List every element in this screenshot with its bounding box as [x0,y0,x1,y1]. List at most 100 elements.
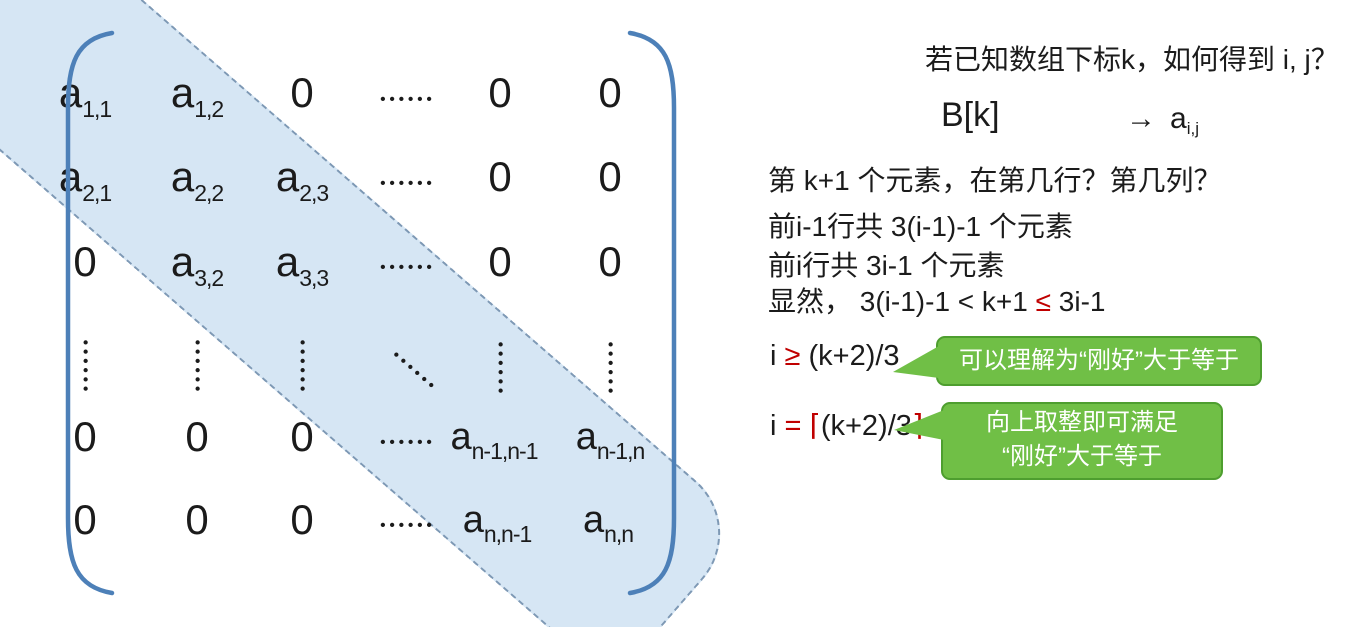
matrix-area: a1,1 a1,2 0 •••••• 0 0 a2,1 a2,2 a2,3 ••… [0,0,749,627]
matrix-ellipsis-v: •••••• [169,337,225,396]
line-first-i-minus-1-rows: 前i-1行共 3(i-1)-1 个元素 [768,211,1073,242]
ellipsis-dots: •••••• [491,341,509,398]
cell-subscript: n,n-1 [483,521,532,547]
matrix-cell: 0 [598,156,621,198]
matrix-cell: a1,2 [170,69,224,121]
cell-base: 0 [290,69,314,116]
matrix-cell: 0 [73,241,96,283]
callout-just-greater: 可以理解为“刚好”大于等于 [893,336,1262,386]
matrix-cell: an,n [582,499,634,546]
cell-base: a [450,416,472,458]
equals-operator: = [784,410,810,442]
matrix-cell: a2,2 [170,153,224,205]
cell-base: 0 [488,153,512,200]
cell-base: 0 [73,413,97,460]
cell-base: 0 [598,153,622,200]
matrix-ellipsis-v: •••••• [582,339,638,398]
matrix-cell: 0 [290,499,313,541]
matrix-cell: 0 [598,241,621,283]
cell-base: 0 [185,413,209,460]
cell-base: 0 [598,238,622,285]
callout-ceiling: 向上取整即可满足 “刚好”大于等于 [894,402,1223,480]
cell-base: a [275,153,300,200]
matrix-ellipsis-v: •••••• [57,337,113,396]
ellipsis-dots: •••••• [380,175,436,192]
cell-base: a [170,69,195,116]
cell-base: a [170,238,195,285]
question-which-row-col: 第 k+1 个元素，在第几行？第几列？ [768,165,1222,196]
matrix-cell: 0 [488,241,511,283]
cell-base: 0 [290,413,314,460]
matrix-cell: 0 [73,499,96,541]
ellipsis-dots: •••••• [380,517,436,534]
aij-subscript: i,j [1186,119,1199,138]
matrix-cell: 0 [488,72,511,114]
cell-base: 0 [185,496,209,543]
matrix-cell: 0 [290,72,313,114]
cell-base: 0 [73,496,97,543]
cell-base: 0 [73,238,97,285]
callout2-line1: 向上取整即可满足 [986,409,1178,436]
matrix-ellipsis-diag: •••••• [387,341,443,396]
matrix-ellipsis-h: •••••• [380,153,436,195]
matrix-cell: an,n-1 [463,501,533,546]
formula1-lhs: i [770,340,785,372]
matrix-ellipsis-h: •••••• [380,69,436,111]
cell-base: a [58,69,83,116]
formula-i-geq: i ≥ (k+2)/3 [770,339,900,374]
right-arrow-icon: → [1126,102,1156,135]
callout-tail [894,410,944,440]
geq-operator: ≥ [784,340,801,372]
cell-subscript: 1,1 [82,96,112,122]
line-inequality: 显然， 3(i-1)-1 < k+1 ≤ 3i-1 [768,284,1105,319]
matrix-ellipsis-v: •••••• [274,337,330,396]
cell-subscript: n,n [604,521,634,547]
matrix-ellipsis-h: •••••• [380,412,436,454]
cell-base: 0 [488,69,512,116]
formula2-lhs: i [770,410,785,442]
cell-subscript: n-1,n-1 [471,438,539,464]
cell-base: 0 [488,238,512,285]
matrix-ellipsis-h: •••••• [380,237,436,279]
cell-subscript: 2,3 [299,180,329,206]
cell-subscript: 3,2 [194,265,224,291]
array-element-bk: B[k] [941,96,1000,134]
matrix-cell: 0 [73,416,96,458]
ellipsis-dots: •••••• [293,339,311,396]
matrix-cell: a2,1 [58,153,112,205]
tridiagonal-band-highlight [0,0,749,627]
cell-subscript: 2,2 [194,180,224,206]
matrix-cell: a1,1 [58,69,112,121]
inequality-post: 3i-1 [1051,286,1106,317]
cell-base: a [58,153,83,200]
matrix-cell: a3,3 [275,238,329,290]
matrix-cell: 0 [598,72,621,114]
left-ceiling-symbol: ⌈ [809,410,821,442]
matrix-cell: a2,3 [275,153,329,205]
cell-base: a [582,499,605,541]
formula1-rhs: (k+2)/3 [800,340,900,372]
matrix-element-aij: ai,j [1170,100,1199,138]
cell-base: a [575,416,597,458]
cell-base: a [275,238,300,285]
cell-subscript: n-1,n [596,438,645,464]
cell-subscript: 3,3 [299,265,329,291]
cell-base: 0 [290,496,314,543]
matrix-ellipsis-v: •••••• [472,339,528,398]
cell-subscript: 1,2 [194,96,224,122]
cell-base: 0 [598,69,622,116]
ellipsis-dots: •••••• [380,91,436,108]
matrix-cell: 0 [290,416,313,458]
callout2-line2: “刚好”大于等于 [1002,443,1162,470]
callout-tail [893,346,939,378]
leq-operator: ≤ [1035,286,1052,317]
ellipsis-dots: •••••• [601,341,619,398]
callout1-text: 可以理解为“刚好”大于等于 [959,347,1239,374]
ellipsis-dots: •••••• [188,339,206,396]
line-first-i-rows: 前i行共 3i-1 个元素 [768,250,1005,281]
matrix-cell: an-1,n-1 [450,416,538,463]
matrix-cell: a3,2 [170,238,224,290]
cell-base: a [170,153,195,200]
matrix-cell: 0 [185,499,208,541]
